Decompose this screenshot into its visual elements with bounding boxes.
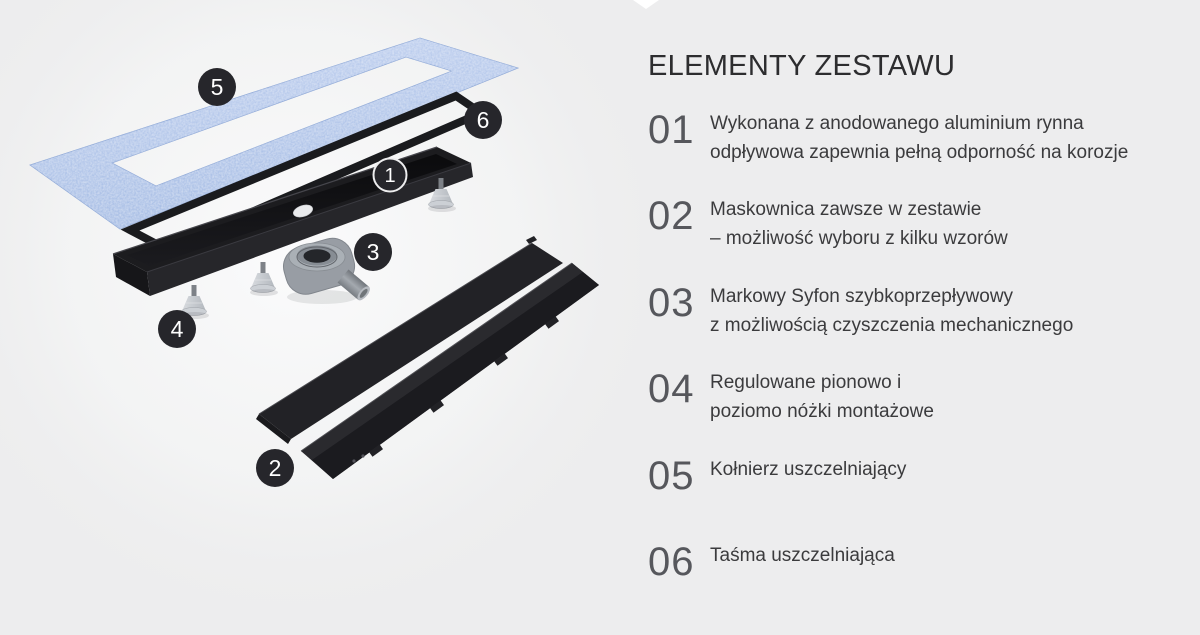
item-text-line: Kołnierz uszczelniający <box>710 459 907 480</box>
badge-2: 2 <box>256 449 294 487</box>
item-text-line: Maskownica zawsze w zestawie <box>710 199 982 220</box>
item-text-line: Taśma uszczelniająca <box>710 545 895 566</box>
siphon <box>283 237 370 304</box>
svg-text:6: 6 <box>477 107 490 133</box>
cover-strip-flat <box>256 236 563 444</box>
siphon-drain-hole <box>303 249 331 263</box>
kit-item-06: 06 Taśma uszczelniająca <box>648 540 1188 582</box>
badge-3: 3 <box>354 233 392 271</box>
kit-item-03: 03 Markowy Syfon szybkoprzepływowy z moż… <box>648 281 1188 340</box>
badge-6: 6 <box>464 101 502 139</box>
badge-4: 4 <box>158 310 196 348</box>
kit-item-04: 04 Regulowane pionowo i poziomo nóżki mo… <box>648 367 1188 426</box>
item-text: Taśma uszczelniająca <box>710 540 895 570</box>
item-number: 02 <box>648 194 695 238</box>
kit-item-02: 02 Maskownica zawsze w zestawie – możliw… <box>648 194 1188 253</box>
svg-text:1: 1 <box>384 165 395 187</box>
badge-1: 1 <box>372 157 408 193</box>
kit-item-05: 05 Kołnierz uszczelniający <box>648 454 1188 496</box>
item-text-line: Regulowane pionowo i <box>710 372 902 393</box>
section-divider-notch-icon <box>633 0 659 9</box>
item-text: Markowy Syfon szybkoprzepływowy z możliw… <box>710 281 1073 340</box>
cover-strip-profile <box>300 262 599 479</box>
item-text: Regulowane pionowo i poziomo nóżki monta… <box>710 367 934 426</box>
item-number: 05 <box>648 454 695 498</box>
channel-outlet-hole <box>293 204 313 218</box>
item-text-line: Wykonana z anodowanego aluminium rynna <box>710 113 1084 134</box>
section-title: ELEMENTY ZESTAWU <box>648 50 956 82</box>
item-text-line: Markowy Syfon szybkoprzepływowy <box>710 286 1014 307</box>
item-number: 04 <box>648 367 695 411</box>
item-text: Maskownica zawsze w zestawie – możliwość… <box>710 194 1008 253</box>
svg-text:3: 3 <box>367 239 380 265</box>
mounting-feet <box>181 178 456 319</box>
siphon-outlet-pipe <box>337 269 370 301</box>
item-text-line: – możliwość wyboru z kilku wzorów <box>710 228 1008 249</box>
svg-text:2: 2 <box>269 455 282 481</box>
item-number: 06 <box>648 540 695 584</box>
item-text-line: z możliwością czyszczenia mechanicznego <box>710 315 1074 336</box>
exploded-drain-diagram: 5 6 1 3 4 2 <box>0 0 640 635</box>
mounting-foot <box>428 178 456 212</box>
sealing-collar-membrane <box>29 37 520 230</box>
cover-strips <box>256 236 599 479</box>
item-number: 03 <box>648 281 695 325</box>
item-text: Kołnierz uszczelniający <box>710 454 906 484</box>
item-text: Wykonana z anodowanego aluminium rynna o… <box>710 108 1128 167</box>
kit-item-01: 01 Wykonana z anodowanego aluminium rynn… <box>648 108 1188 167</box>
mounting-foot <box>250 262 278 296</box>
svg-text:4: 4 <box>171 316 184 342</box>
svg-text:5: 5 <box>211 74 224 100</box>
item-number: 01 <box>648 108 695 152</box>
item-text-line: poziomo nóżki montażowe <box>710 401 934 422</box>
item-text-line: odpływowa zapewnia pełną odporność na ko… <box>710 142 1129 163</box>
badge-5: 5 <box>198 68 236 106</box>
